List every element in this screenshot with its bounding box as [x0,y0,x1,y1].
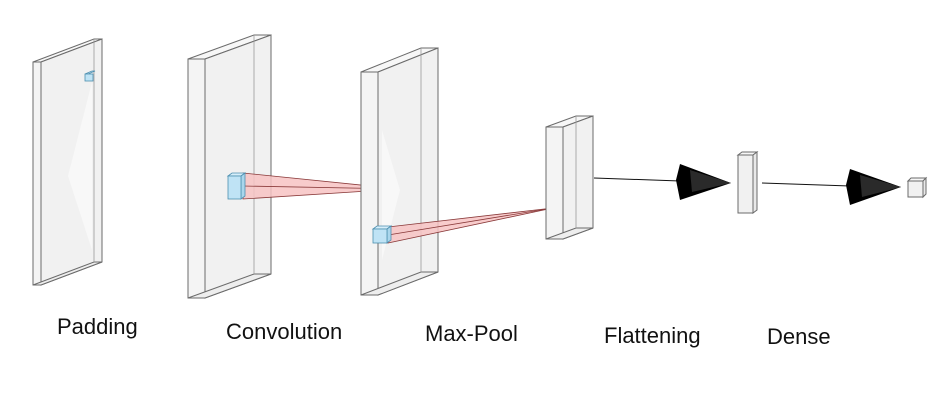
dense-to-output-connector [761,182,851,187]
flattening-arrow-icon [676,164,731,200]
padding-label: Padding [57,314,138,339]
convolution-layer-block [187,34,272,299]
padding-kernel [84,70,96,82]
dense-label: Dense [767,324,831,349]
flattening-layer-block [545,115,594,240]
maxpool-label: Max-Pool [425,321,518,346]
convolution-kernel [226,172,247,200]
flattening-to-dense-connector [593,177,681,182]
output-node [906,176,928,199]
dense-layer-block [736,151,759,214]
convolution-label: Convolution [226,319,343,344]
dense-arrow-icon [846,169,901,205]
maxpool-kernel [371,225,393,244]
maxpool-layer-block [360,47,439,296]
padding-layer-block [32,38,103,286]
flattening-label: Flattening [604,323,701,348]
